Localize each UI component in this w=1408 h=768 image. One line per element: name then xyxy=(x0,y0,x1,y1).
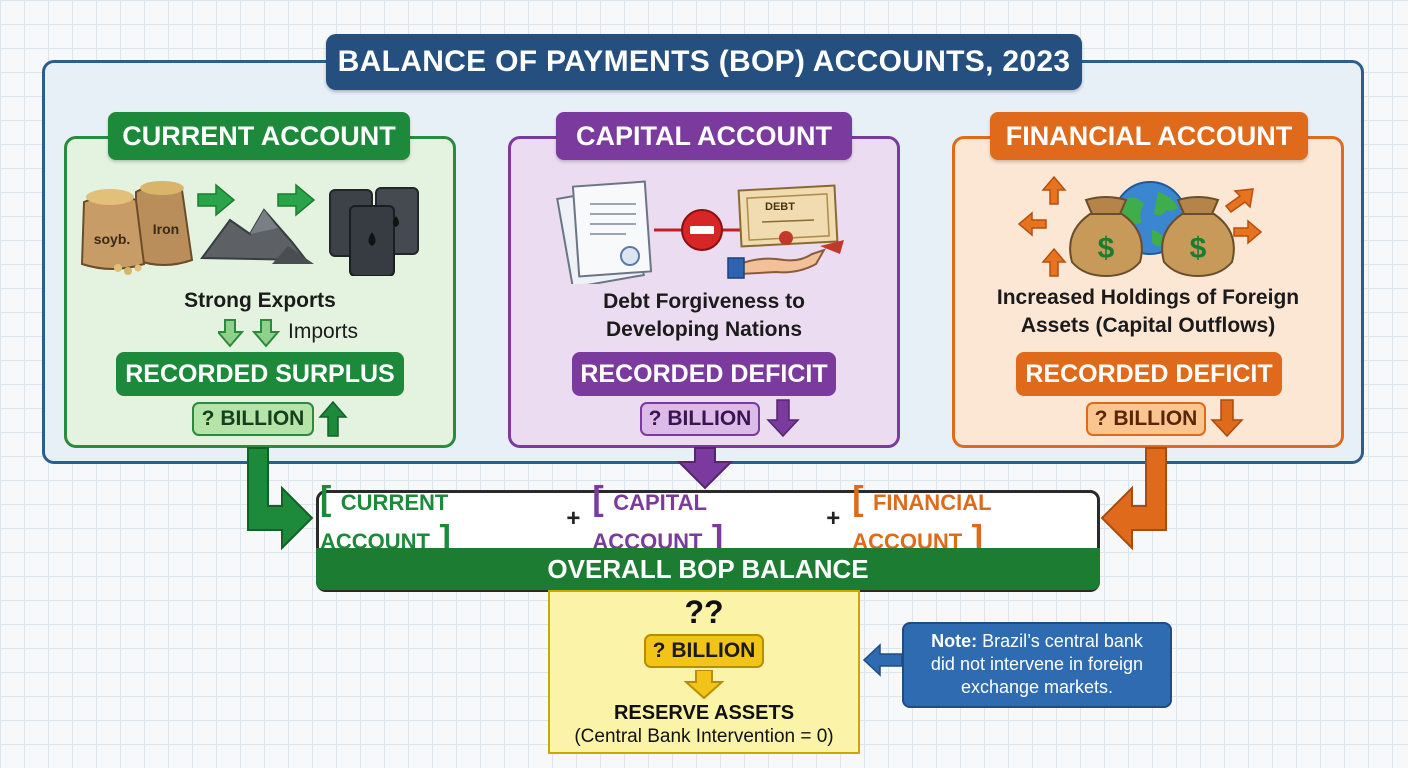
reserve-assets-subtitle: (Central Bank Intervention = 0) xyxy=(574,726,834,747)
document-stack-icon xyxy=(556,180,653,284)
outward-arrows-icon xyxy=(1017,175,1263,277)
financial-caption-line-1: Increased Holdings of Foreign xyxy=(996,286,1300,309)
current-account-recorded-surplus: RECORDED SURPLUS xyxy=(116,352,404,396)
note-to-reserve-arrow xyxy=(862,643,903,677)
financial-to-formula-arrow xyxy=(1100,447,1167,551)
debt-certificate-icon xyxy=(737,184,839,248)
formula-term-financial: [ FINANCIAL ACCOUNT ] xyxy=(852,480,992,557)
imports-down-arrows-icon xyxy=(218,319,281,348)
iron-sack-label: Iron xyxy=(153,221,179,237)
arrow-up-icon xyxy=(318,400,348,437)
giving-hand-icon xyxy=(727,240,844,279)
reserve-assets-title: RESERVE ASSETS xyxy=(613,702,795,724)
capital-account-title: CAPITAL ACCOUNT xyxy=(556,112,852,160)
financial-caption-line-2: Assets (Capital Outflows) xyxy=(1020,314,1276,337)
note-box: Note: Brazil’s central bank did not inte… xyxy=(902,622,1172,708)
imports-label: Imports xyxy=(288,320,359,343)
capital-account-value: ? BILLION xyxy=(640,402,760,436)
soybean-sack-label: soyb. xyxy=(94,231,131,247)
note-text-1: Brazil’s central bank xyxy=(982,631,1143,651)
formula-term-capital: [ CAPITAL ACCOUNT ] xyxy=(592,480,724,557)
grain-sack-icon xyxy=(80,181,194,275)
capital-account-recorded-deficit: RECORDED DEFICIT xyxy=(572,352,836,396)
capital-account-caption: Debt Forgiveness to Developing Nations xyxy=(548,288,860,344)
overall-bop-balance-bar: OVERALL BOP BALANCE xyxy=(316,548,1100,590)
debt-certificate-label: DEBT xyxy=(765,201,795,213)
capital-caption-line-2: Developing Nations xyxy=(605,318,803,341)
iron-ore-pile-icon xyxy=(200,208,314,264)
svg-text:$: $ xyxy=(1098,232,1115,265)
current-account-value: ? BILLION xyxy=(192,402,314,436)
overall-question-marks: ?? xyxy=(684,594,724,630)
bop-formula: [ CURRENT ACCOUNT ] + [ CAPITAL ACCOUNT … xyxy=(320,480,1096,557)
note-label: Note: xyxy=(931,631,978,651)
page-title: BALANCE OF PAYMENTS (BOP) ACCOUNTS, 2023 xyxy=(326,34,1082,90)
svg-text:$: $ xyxy=(1190,232,1207,265)
financial-account-illustration: $ $ xyxy=(1017,175,1263,278)
arrow-down-icon xyxy=(684,670,724,700)
capital-account-illustration: DEBT xyxy=(556,180,844,284)
minus-circle-icon xyxy=(681,209,723,251)
current-account-title: CURRENT ACCOUNT xyxy=(108,112,410,160)
financial-account-value: ? BILLION xyxy=(1086,402,1206,436)
capital-caption-line-1: Debt Forgiveness to xyxy=(603,290,805,313)
formula-plus: + xyxy=(566,505,581,532)
money-bag-icon: $ xyxy=(1161,196,1235,278)
financial-account-caption: Increased Holdings of Foreign Assets (Ca… xyxy=(970,284,1326,340)
capital-to-formula-arrow xyxy=(676,447,734,490)
current-account-illustration: soyb. Iron xyxy=(80,181,419,276)
formula-plus: + xyxy=(826,505,841,532)
overall-value: ? BILLION xyxy=(644,634,764,668)
current-to-formula-arrow xyxy=(247,447,314,551)
arrow-right-icon xyxy=(277,183,316,217)
arrow-down-icon xyxy=(1210,399,1244,438)
formula-term-current: [ CURRENT ACCOUNT ] xyxy=(320,480,451,557)
arrow-down-icon xyxy=(766,399,800,438)
note-line-2: did not intervene in foreign xyxy=(930,654,1144,674)
money-bag-icon: $ xyxy=(1069,196,1143,278)
arrow-right-icon xyxy=(197,183,236,217)
financial-account-title: FINANCIAL ACCOUNT xyxy=(990,112,1308,160)
oil-barrels-icon xyxy=(329,187,419,276)
note-line-3: exchange markets. xyxy=(960,677,1114,697)
current-account-caption: Strong Exports xyxy=(184,289,336,312)
financial-account-recorded-deficit: RECORDED DEFICIT xyxy=(1016,352,1282,396)
note-line-1: Note: Brazil’s central bank xyxy=(904,630,1170,653)
